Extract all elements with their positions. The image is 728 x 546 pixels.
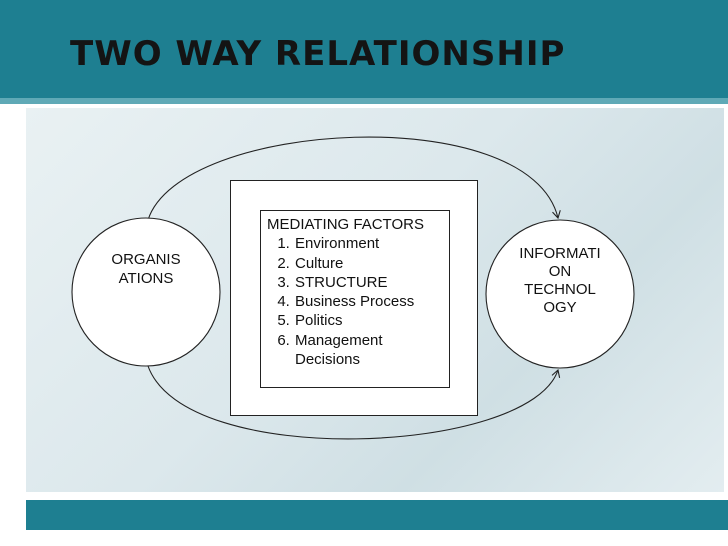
list-item: STRUCTURE: [294, 273, 443, 292]
organisations-label-line: ATIONS: [118, 270, 174, 287]
footer-left-gap: [0, 500, 20, 530]
arrow-bottom-organisations-to-it: [147, 365, 561, 440]
list-item: Politics: [294, 311, 443, 330]
organisations-label-line: ORGANIS: [111, 251, 181, 268]
information-technology-label-line: INFORMATI: [519, 245, 601, 262]
information-technology-label-line: TECHNOL: [524, 281, 596, 298]
mediating-factors-list: Environment Culture STRUCTURE Business P…: [267, 234, 443, 369]
slide-title: TWO WAY RELATIONSHIP: [70, 34, 566, 74]
information-technology-label-line: ON: [548, 263, 572, 280]
list-item: Management Decisions: [294, 331, 443, 370]
information-technology-label-line: OGY: [543, 299, 577, 316]
arrow-top-organisations-to-it: [147, 136, 561, 221]
information-technology-label: INFORMATI ON TECHNOL OGY: [500, 245, 620, 317]
mediating-factors-heading: MEDIATING FACTORS: [267, 216, 424, 233]
mediating-factors-box: MEDIATING FACTORS Environment Culture ST…: [260, 210, 450, 388]
list-item: Environment: [294, 234, 443, 253]
header-accent-stripe: [0, 98, 728, 104]
footer-band: [26, 500, 728, 530]
header-band: [0, 0, 728, 98]
information-technology-circle: [485, 219, 635, 369]
list-item: Culture: [294, 254, 443, 273]
list-item: Business Process: [294, 292, 443, 311]
organisations-circle: [71, 217, 221, 367]
organisations-label: ORGANIS ATIONS: [86, 250, 206, 288]
